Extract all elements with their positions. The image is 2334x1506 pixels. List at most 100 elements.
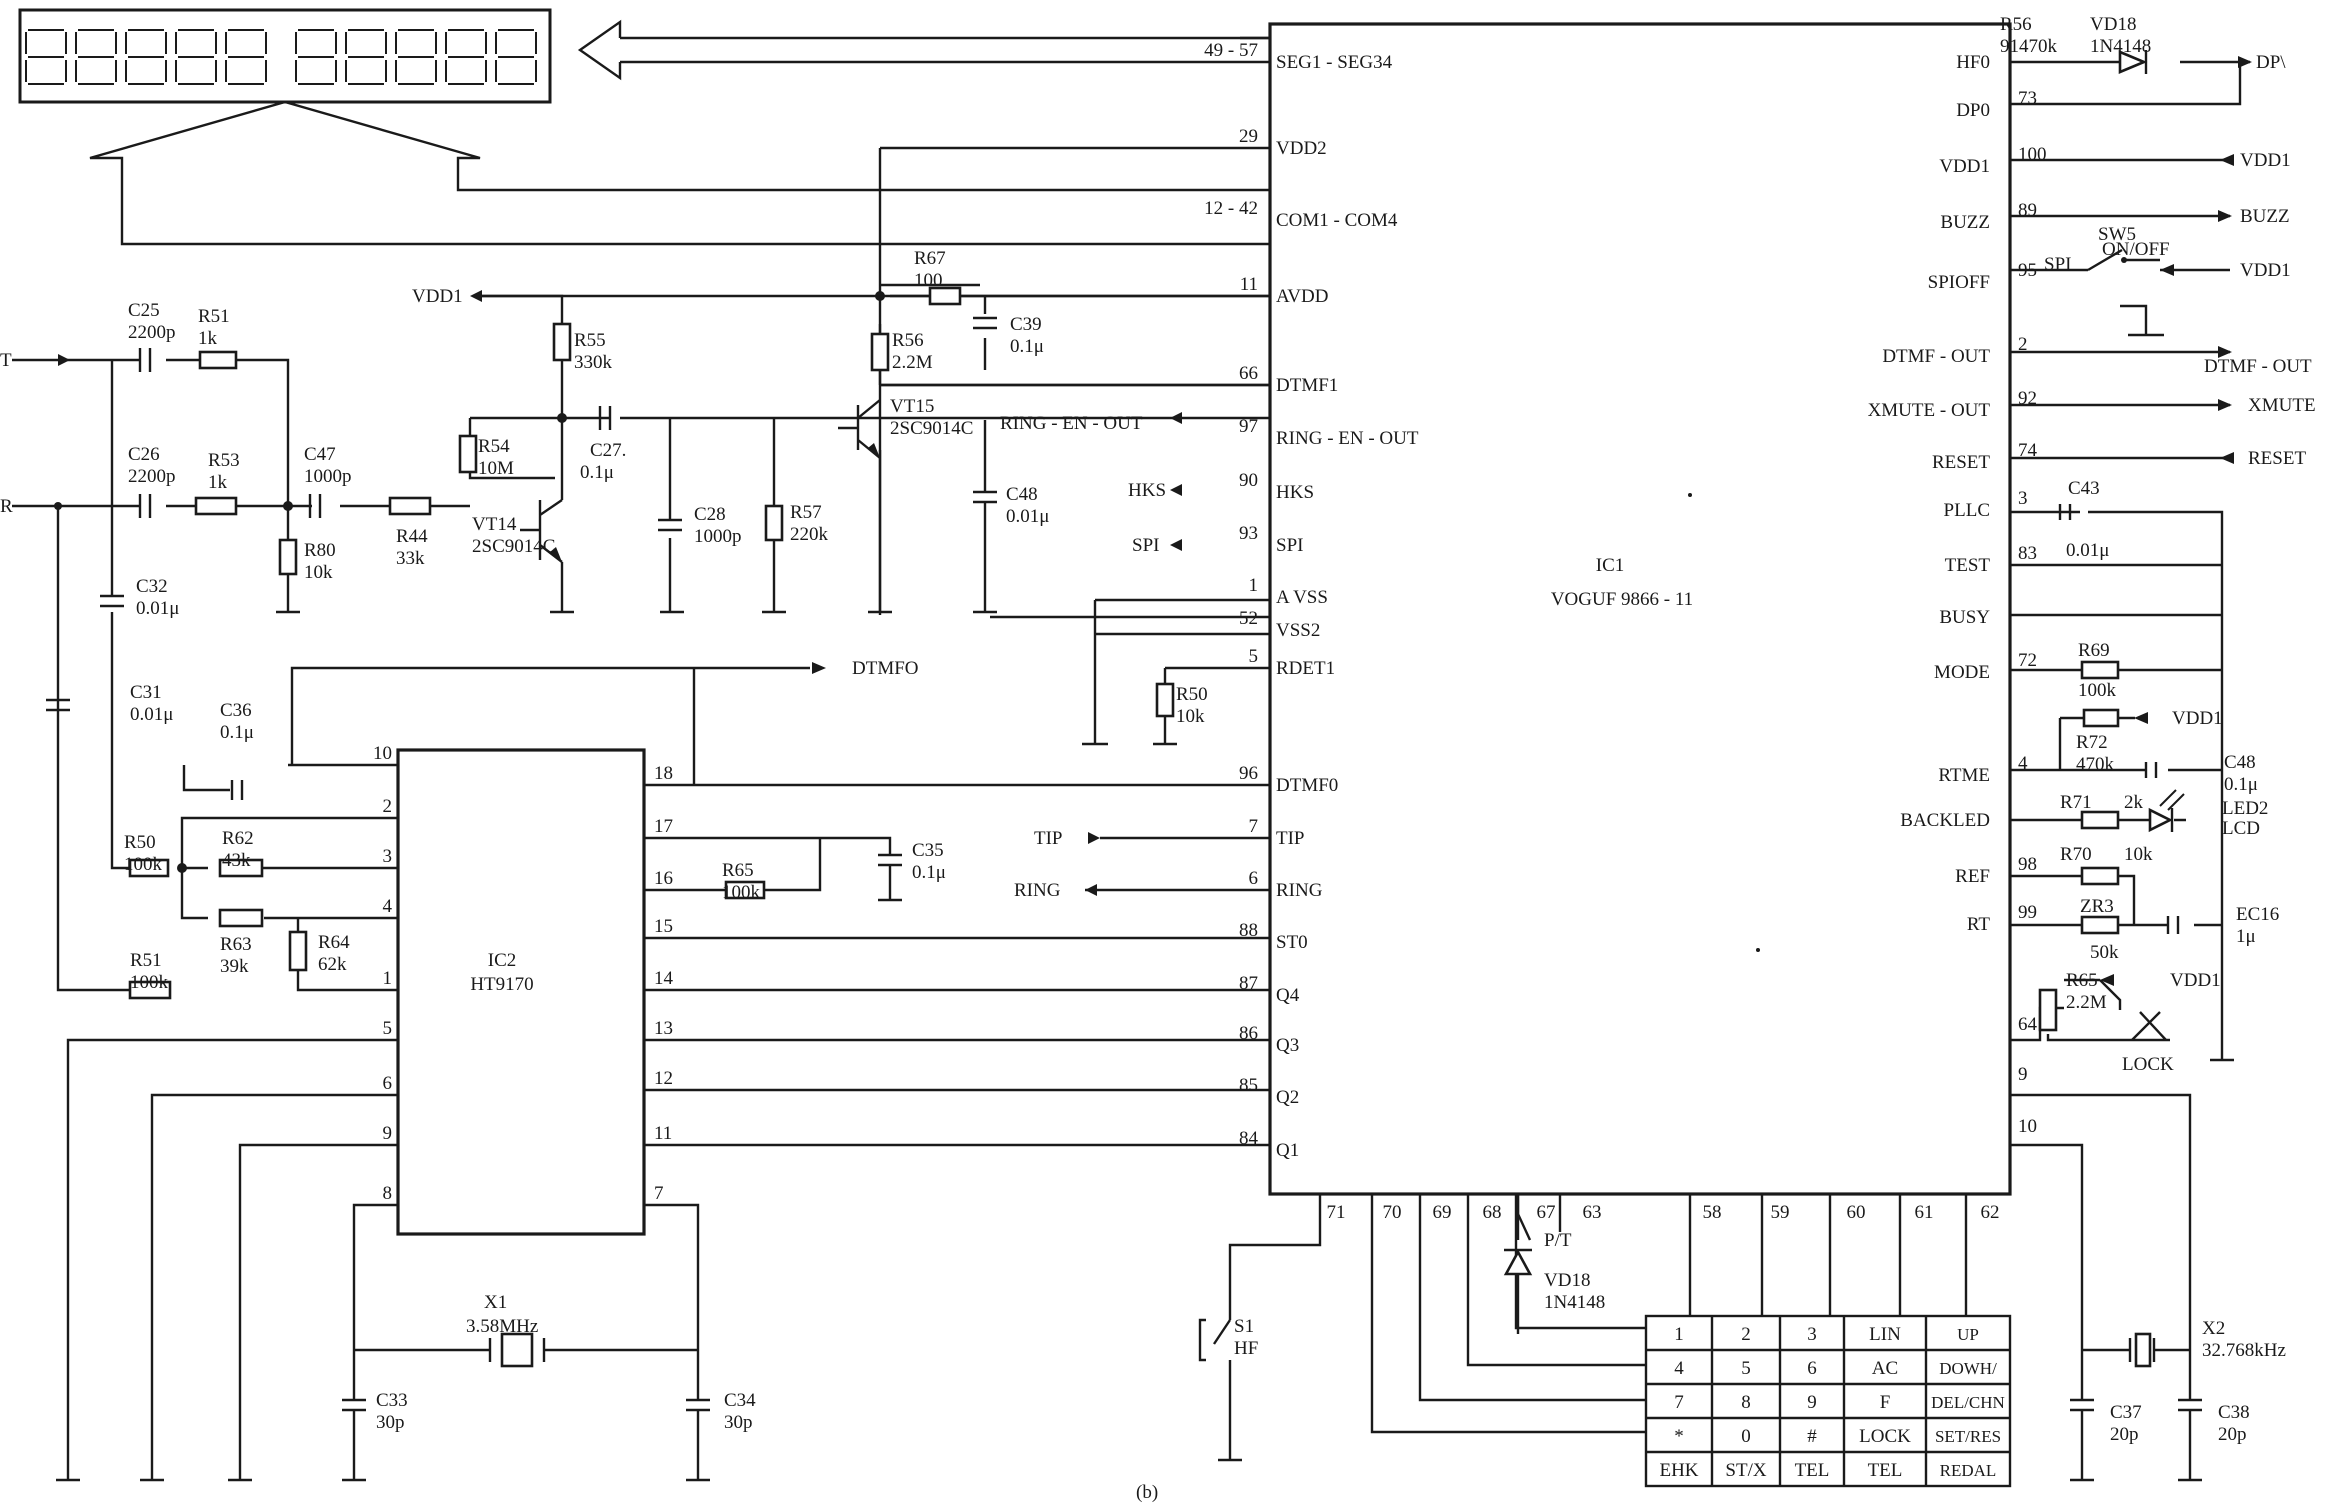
signal-vdd1-r4: VDD1	[2170, 970, 2221, 991]
component-ref-c25: C25	[128, 300, 160, 321]
ic1-pin-name: BUSY	[1939, 607, 1990, 628]
keypad-key: 3	[1807, 1324, 1817, 1345]
ic2-pin-number: 14	[654, 968, 674, 989]
ic2-pin-number: 16	[654, 868, 673, 889]
signal-ring-en-out: RING - EN - OUT	[1000, 413, 1143, 434]
ic1-pin-number: 11	[1240, 274, 1258, 295]
ic1-pin-name: RDET1	[1276, 658, 1335, 679]
signal-tip: TIP	[1034, 828, 1063, 849]
ic1-pin-number: 83	[2018, 543, 2037, 564]
component-value-r51b: 100k	[130, 972, 169, 993]
ic1-pin-number: 97	[1239, 416, 1258, 437]
component-ref-c27: C27.	[590, 440, 626, 461]
seg-bus-arrow	[577, 19, 1270, 81]
lcd-digit	[445, 29, 487, 85]
component-ref-c35: C35	[912, 840, 944, 861]
ic2-pin-number: 10	[373, 743, 392, 764]
component-ref-c43: C43	[2068, 478, 2100, 499]
component-ref-r44: R44	[396, 526, 428, 547]
transistor-vt14	[520, 499, 563, 563]
ic2-pin-number: 7	[654, 1183, 664, 1204]
component-value-s1: HF	[1234, 1338, 1258, 1359]
component-ref-c32: C32	[136, 576, 168, 597]
component-ref-r57: R57	[790, 502, 822, 523]
component-value-r71: 2k	[2124, 792, 2144, 813]
ic1-body	[1268, 22, 2012, 1196]
component-value-vd18b: 1N4148	[1544, 1292, 1605, 1313]
signal-on-off: ON/OFF	[2102, 239, 2170, 260]
component-ref-c31: C31	[130, 682, 162, 703]
signal-dtmf-out: DTMF - OUT	[2204, 356, 2312, 377]
figure-caption: (b)	[1136, 1482, 1158, 1503]
component-value-r67: 100	[914, 270, 943, 291]
ic1-pin-number: 74	[2018, 440, 2038, 461]
ic2-pin-number: 9	[383, 1123, 393, 1144]
ic1-pin-number: 2	[2018, 334, 2028, 355]
keypad-key: REDAL	[1940, 1461, 1997, 1480]
ic1-pin-number: 66	[1239, 363, 1258, 384]
ic1-pin-number: 6	[1249, 868, 1259, 889]
ic1-pin-number: 61	[1915, 1202, 1934, 1223]
ic1-pin-name: AVDD	[1276, 286, 1328, 307]
ic1-pin-name: VSS2	[1276, 620, 1320, 641]
signal-xmute: XMUTE	[2248, 395, 2316, 416]
ic1-pin-name: DTMF1	[1276, 375, 1338, 396]
component-value-c47: 1000p	[304, 466, 352, 487]
component-ref-c48b: C48	[2224, 752, 2256, 773]
signal-ring: RING	[1014, 880, 1061, 901]
component-ref-r63: R63	[220, 934, 252, 955]
component-ref-c33: C33	[376, 1390, 408, 1411]
component-ref-c26: C26	[128, 444, 160, 465]
component-ref-ec16: EC16	[2236, 904, 2279, 925]
keypad-key: 1	[1674, 1324, 1684, 1345]
ic1-pin-name: VDD1	[1939, 156, 1990, 177]
ic1-pin-name: RTME	[1938, 765, 1990, 786]
lcd-digit	[345, 29, 387, 85]
ic2-pin-number: 17	[654, 816, 673, 837]
component-ref-c28: C28	[694, 504, 726, 525]
ic1-pin-name: DP0	[1956, 100, 1990, 121]
keypad-key: DEL/CHN	[1931, 1393, 2005, 1412]
signal-vdd1-r3: VDD1	[2172, 708, 2223, 729]
component-value-r50a: 10k	[1176, 706, 1205, 727]
component-value-c35: 0.1μ	[912, 862, 946, 883]
component-ref-vt15: VT15	[890, 396, 934, 417]
component-ref-s1: S1	[1234, 1316, 1254, 1337]
ic1-pin-number: 92	[2018, 388, 2037, 409]
lcd-digit	[225, 29, 267, 85]
keypad-key: 7	[1674, 1392, 1684, 1413]
signal-vdd1-left: VDD1	[412, 286, 463, 307]
ic2-pin-number: 2	[383, 796, 393, 817]
ic1-pin-name: TEST	[1945, 555, 1991, 576]
component-ref-r65b: R65	[2066, 970, 2098, 991]
ic1-pin-number: 70	[1383, 1202, 1402, 1223]
ic1-pin-name: RESET	[1932, 452, 1990, 473]
keypad-key: TEL	[1868, 1460, 1903, 1481]
component-value-c37: 20p	[2110, 1424, 2139, 1445]
ic1-pin-name: REF	[1955, 866, 1990, 887]
keypad-key: ST/X	[1725, 1460, 1766, 1481]
lcd-digit	[125, 29, 167, 85]
signal-r: R	[0, 496, 13, 517]
component-ref-r80: R80	[304, 540, 336, 561]
led2	[2148, 789, 2185, 833]
ic1-pin-number: 69	[1433, 1202, 1452, 1223]
ic1-pin-number: 98	[2018, 854, 2037, 875]
ic1-pin-number: 29	[1239, 126, 1258, 147]
ic2-pin-number: 1	[383, 968, 393, 989]
ic1-pin-name: SPI	[1276, 535, 1303, 556]
ic2-pin-number: 11	[654, 1123, 672, 1144]
ic1-pin-name: VDD2	[1276, 138, 1327, 159]
keypad-frame	[1644, 1314, 2012, 1488]
ic1-pin-number: 63	[1583, 1202, 1602, 1223]
ic1-pin-number: 64	[2018, 1014, 2038, 1035]
component-ref-r62: R62	[222, 828, 254, 849]
ic2-pin-number: 6	[383, 1073, 393, 1094]
keypad-key: SET/RES	[1935, 1427, 2001, 1446]
ic1-pin-name: DTMF - OUT	[1882, 346, 1990, 367]
component-ref-r69: R69	[2078, 640, 2110, 661]
keypad-key: 8	[1741, 1392, 1751, 1413]
ic1-pin-name: BACKLED	[1900, 810, 1990, 831]
diode-vd18-top	[2118, 50, 2148, 74]
